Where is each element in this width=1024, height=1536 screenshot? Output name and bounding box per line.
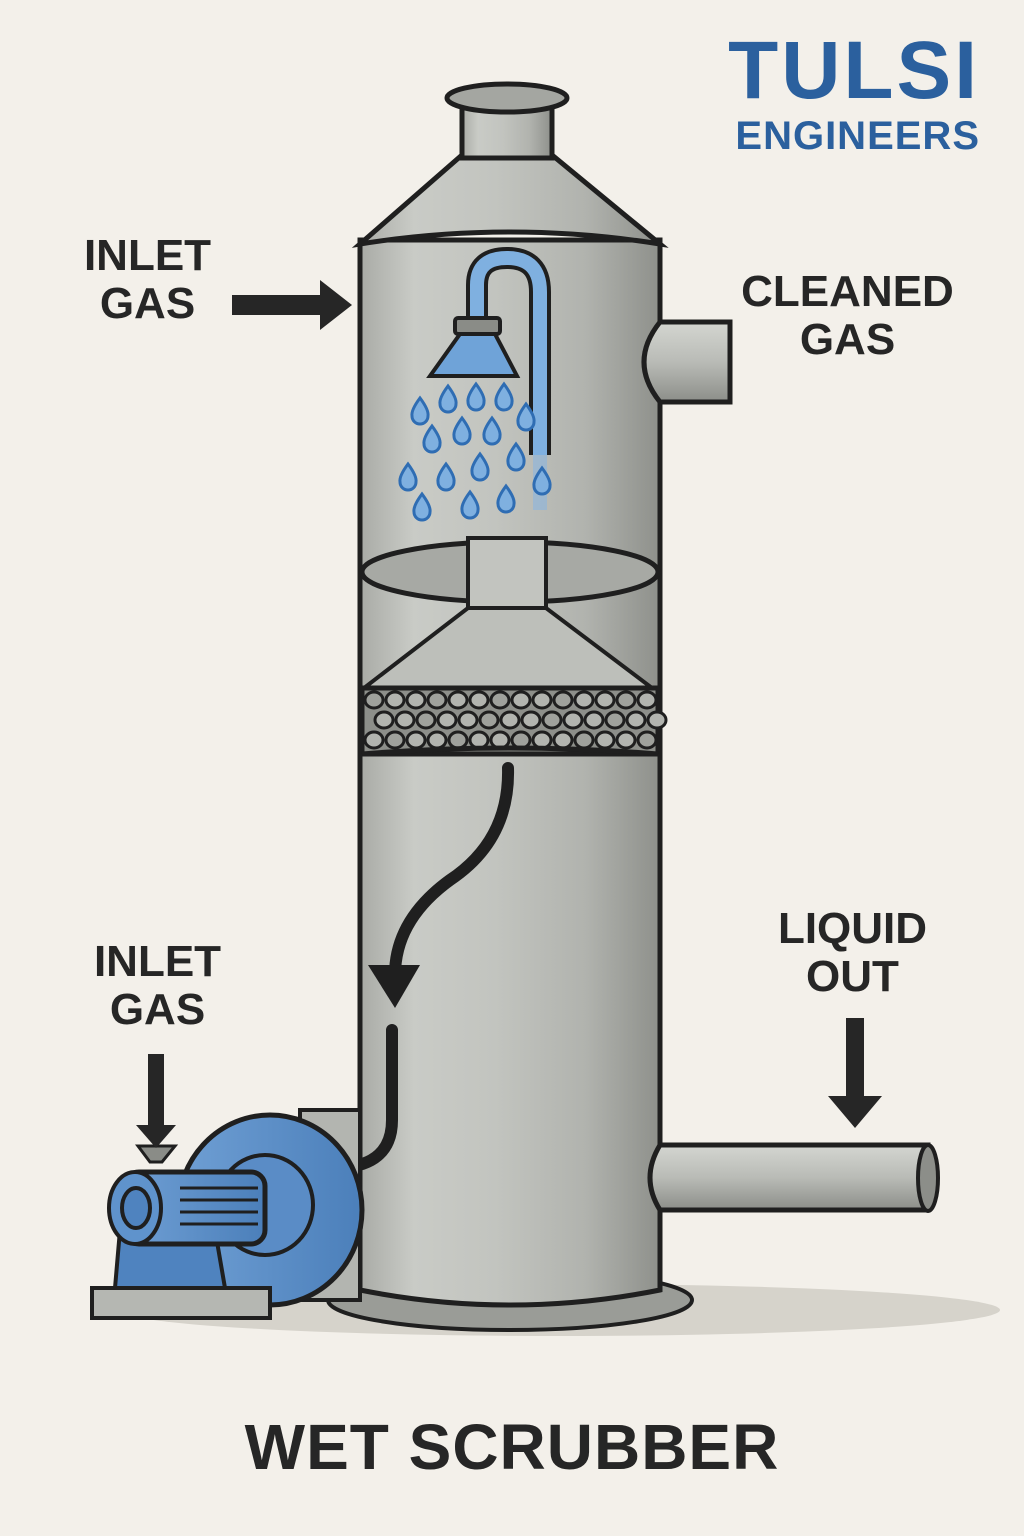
- cleaned-gas-outlet-pipe: [641, 319, 733, 405]
- label-line: LIQUID: [777, 904, 928, 953]
- packing-stone: [384, 730, 406, 750]
- brand-logo: TULSI ENGINEERS: [728, 30, 980, 160]
- water-drop-icon: [466, 381, 486, 412]
- packing-stone: [405, 690, 427, 710]
- packing-stone: [552, 730, 574, 750]
- packing-stone: [541, 710, 563, 730]
- packing-stone: [447, 690, 469, 710]
- label-line: INLET: [83, 231, 212, 280]
- packing-stone: [552, 690, 574, 710]
- packing-stone: [478, 710, 500, 730]
- packing-stone: [447, 730, 469, 750]
- water-drop-icon: [412, 491, 432, 522]
- brand-subtitle: ENGINEERS: [735, 114, 980, 158]
- flow-arrow-icon: [389, 762, 515, 981]
- spray-nozzle-icon: [426, 332, 521, 378]
- conical-top: [351, 152, 669, 248]
- packing-stone: [583, 710, 605, 730]
- label-cleaned-gas: CLEANED GAS: [720, 267, 975, 365]
- packing-stone: [457, 710, 479, 730]
- brand-name: TULSI: [728, 25, 980, 116]
- water-drop-icon: [506, 441, 526, 472]
- diagram-title: WET SCRUBBER: [244, 1411, 780, 1483]
- packing-stone: [594, 730, 616, 750]
- packing-stone: [499, 710, 521, 730]
- water-drop-icon: [410, 395, 430, 426]
- water-drop-icon: [494, 381, 514, 412]
- inlet-funnel: [135, 1144, 179, 1164]
- packing-stone: [594, 690, 616, 710]
- packing-stone: [489, 690, 511, 710]
- water-droplets: [398, 381, 552, 522]
- water-drop-icon: [436, 461, 456, 492]
- motor-base: [90, 1286, 272, 1320]
- water-drop-icon: [470, 451, 490, 482]
- label-line: GAS: [99, 279, 196, 329]
- label-line: INLET: [93, 937, 222, 986]
- liquid-out-pipe: [647, 1142, 931, 1213]
- label-liquid-out: LIQUID OUT: [745, 904, 960, 1002]
- packing-stone: [363, 690, 385, 710]
- packing-stone: [531, 730, 553, 750]
- packing-stone: [468, 690, 490, 710]
- packing-stones: [363, 690, 668, 750]
- packing-stone: [468, 730, 490, 750]
- liquid-out-arrow-icon: [828, 1018, 882, 1128]
- packing-stone: [573, 690, 595, 710]
- packing-stone: [510, 690, 532, 710]
- packing-stone: [520, 710, 542, 730]
- packing-stone: [636, 730, 658, 750]
- motor-fins: [180, 1186, 258, 1226]
- label-line: GAS: [799, 315, 896, 365]
- packing-stone: [531, 690, 553, 710]
- packing-stone: [426, 730, 448, 750]
- water-drop-icon: [438, 383, 458, 414]
- water-drop-icon: [482, 415, 502, 446]
- water-drop-icon: [496, 483, 516, 514]
- mist-eliminator-core: [466, 536, 548, 610]
- label-line: OUT: [806, 952, 899, 1002]
- inlet-gas-bottom-arrow-icon: [136, 1054, 176, 1148]
- packing-stone: [373, 710, 395, 730]
- packing-stone: [415, 710, 437, 730]
- packing-stone: [636, 690, 658, 710]
- water-drop-icon: [452, 415, 472, 446]
- label-line: GAS: [109, 985, 206, 1035]
- packing-stone: [615, 690, 637, 710]
- packing-stone: [625, 710, 647, 730]
- label-inlet-gas-bottom: INLET GAS: [70, 937, 245, 1035]
- stack-flange: [444, 81, 570, 115]
- nozzle-collar: [453, 316, 502, 336]
- water-drop-icon: [460, 489, 480, 520]
- packing-stone: [384, 690, 406, 710]
- water-drop-icon: [516, 401, 536, 432]
- packing-stone: [615, 730, 637, 750]
- packing-stone: [604, 710, 626, 730]
- packing-stone: [646, 710, 668, 730]
- water-drop-icon: [422, 423, 442, 454]
- inlet-gas-top-arrow-icon: [232, 280, 352, 330]
- packing-stone: [573, 730, 595, 750]
- packing-stone: [394, 710, 416, 730]
- water-drop-icon: [398, 461, 418, 492]
- water-drop-icon: [532, 465, 552, 496]
- packing-stone: [426, 690, 448, 710]
- packing-stone: [436, 710, 458, 730]
- label-line: CLEANED: [741, 267, 954, 316]
- packing-stone: [562, 710, 584, 730]
- label-inlet-gas-top: INLET GAS: [60, 231, 235, 329]
- packing-stone: [363, 730, 385, 750]
- packing-stone: [405, 730, 427, 750]
